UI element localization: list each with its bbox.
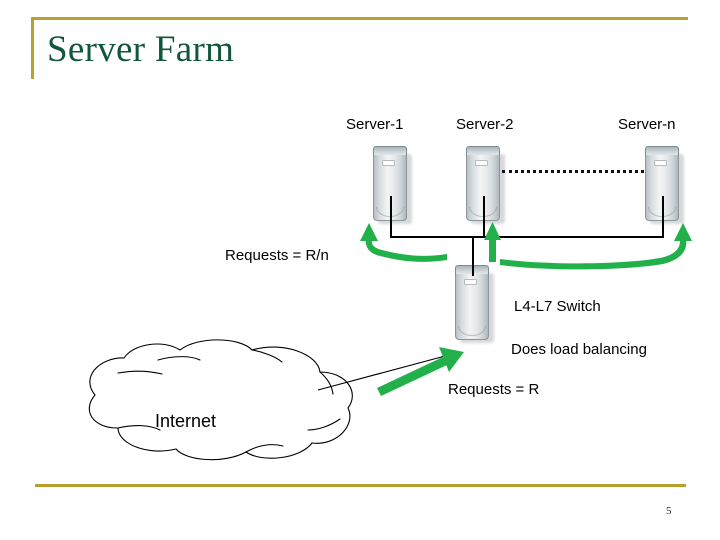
server-icon-body <box>645 155 679 221</box>
switch-status-led-icon <box>464 279 477 285</box>
page-number: 5 <box>666 505 672 517</box>
server-n-icon <box>645 146 684 224</box>
arrow-switch-to-server-2 <box>484 222 501 262</box>
title-accent-rule-left <box>31 17 34 79</box>
server-ellipsis-dotted-line <box>502 170 644 173</box>
internet-cloud-label: Internet <box>155 411 217 431</box>
server-status-led-icon <box>475 160 488 166</box>
server-n-label: Server-n <box>618 116 676 133</box>
cable-server-1-drop <box>390 196 392 237</box>
cable-server-2-drop <box>483 196 485 237</box>
page-title: Server Farm <box>47 29 235 70</box>
cable-backbone-bus <box>390 236 664 238</box>
server-1-icon <box>373 146 412 224</box>
server-2-icon <box>466 146 505 224</box>
cable-server-n-drop <box>662 196 664 237</box>
switch-description-label: Does load balancing <box>511 341 647 358</box>
cloud-to-switch-line <box>317 351 461 391</box>
switch-label: L4-L7 Switch <box>514 298 601 315</box>
title-accent-rule-top <box>31 17 688 20</box>
cable-switch-uplink <box>472 236 474 276</box>
server-status-led-icon <box>382 160 395 166</box>
internet-cloud-shape <box>88 339 353 461</box>
server-1-label: Server-1 <box>346 116 404 133</box>
footer-accent-rule <box>35 484 686 487</box>
requests-out-label: Requests = R/n <box>225 247 329 264</box>
l4-l7-switch-icon <box>455 265 494 343</box>
server-2-label: Server-2 <box>456 116 514 133</box>
server-status-led-icon <box>654 160 667 166</box>
switch-icon-body <box>455 274 489 340</box>
requests-in-label: Requests = R <box>448 381 540 398</box>
arrow-switch-to-server-1 <box>360 223 447 262</box>
